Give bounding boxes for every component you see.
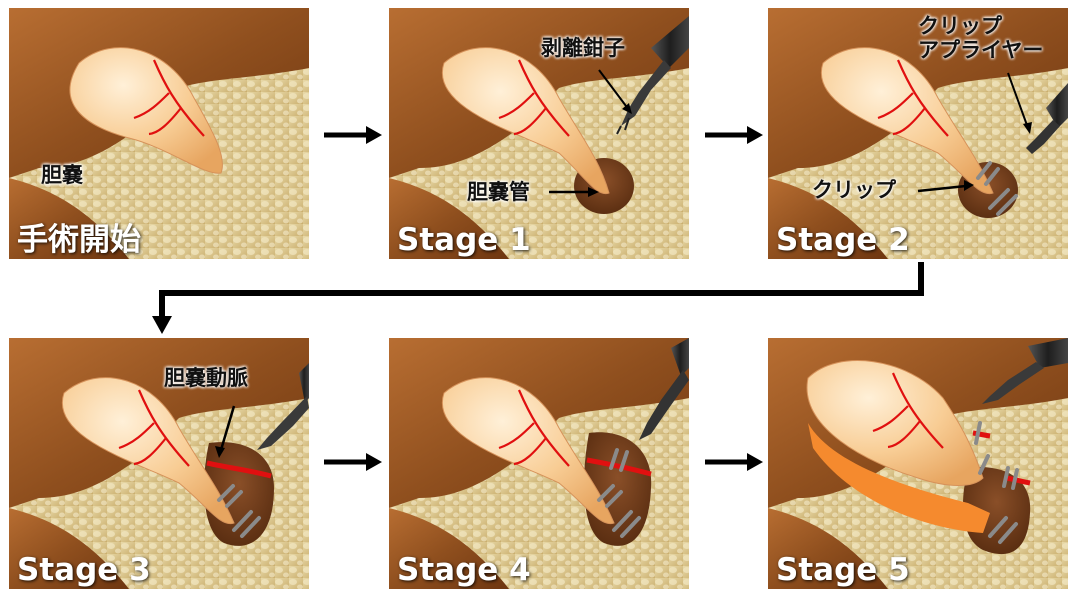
arrow-stage3-to-stage4 bbox=[324, 453, 382, 471]
arrow-stage2-to-stage3 bbox=[152, 262, 921, 334]
stage-label: Stage 2 bbox=[776, 223, 910, 257]
panel-stage-1: 剥離鉗子 胆嚢管 Stage 1 bbox=[389, 8, 689, 259]
stage-label: Stage 5 bbox=[776, 553, 910, 587]
gallbladder-label: 胆嚢 bbox=[41, 165, 83, 186]
panel-stage-4: Stage 4 bbox=[389, 338, 689, 589]
arrow-start-to-stage1 bbox=[324, 126, 382, 144]
panel-start: 胆嚢 手術開始 bbox=[9, 8, 309, 259]
clip-label: クリップ bbox=[812, 180, 896, 201]
stage-label: Stage 3 bbox=[17, 553, 151, 587]
panel-stage-3: 胆嚢動脈 Stage 3 bbox=[9, 338, 309, 589]
arrow-stage1-to-stage2 bbox=[705, 126, 763, 144]
cystic-artery-label: 胆嚢動脈 bbox=[164, 368, 248, 389]
panel-stage-2: クリップ アプライヤー クリップ Stage 2 bbox=[768, 8, 1068, 259]
dissector-label: 剥離鉗子 bbox=[541, 38, 625, 59]
stage-label: Stage 1 bbox=[397, 223, 531, 257]
stage-label: Stage 4 bbox=[397, 553, 531, 587]
cystic-duct-label: 胆嚢管 bbox=[467, 182, 530, 203]
stage-label: 手術開始 bbox=[17, 223, 141, 257]
clip-applier-label-line1: クリップ bbox=[918, 16, 1002, 37]
clip-applier-label-line2: アプライヤー bbox=[918, 40, 1043, 61]
panel-stage-5: Stage 5 bbox=[768, 338, 1068, 589]
arrow-stage4-to-stage5 bbox=[705, 453, 763, 471]
